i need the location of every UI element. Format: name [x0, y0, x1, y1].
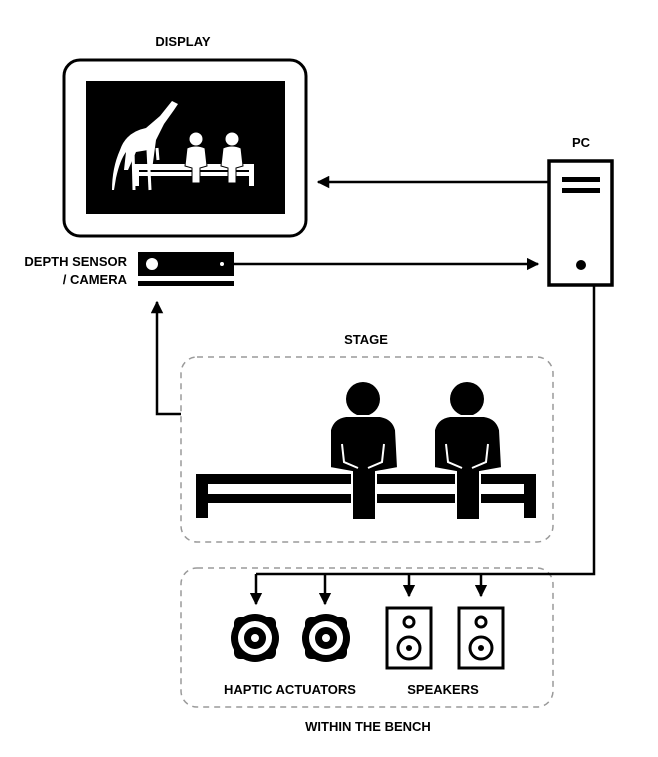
depth-sensor-label-line1: DEPTH SENSOR: [24, 254, 127, 269]
bench-internals-area: [180, 567, 554, 708]
mini-person-icon: [220, 131, 244, 184]
haptic-actuator-icon: [231, 614, 279, 662]
seated-person-icon: [329, 382, 400, 521]
speaker-icon: [385, 606, 433, 670]
depth-camera-icon: [138, 252, 234, 286]
arrow-pc-to-bench-bus: [256, 285, 596, 576]
haptic-actuators-label: HAPTIC ACTUATORS: [224, 682, 356, 697]
pc-label: PC: [572, 135, 591, 150]
stage-label: STAGE: [344, 332, 388, 347]
mini-person-icon: [184, 131, 208, 184]
haptic-actuator-icon: [302, 614, 350, 662]
pc-tower-icon: [547, 159, 614, 287]
within-bench-label: WITHIN THE BENCH: [305, 719, 431, 734]
display-label: DISPLAY: [155, 34, 210, 49]
display-monitor-icon: [62, 58, 308, 238]
depth-sensor-label-line2: / CAMERA: [63, 272, 128, 287]
speaker-icon: [457, 606, 505, 670]
speakers-label: SPEAKERS: [407, 682, 479, 697]
stage-area: [180, 356, 554, 543]
arrow-stage-to-camera: [150, 300, 181, 416]
seated-person-icon: [433, 382, 504, 521]
